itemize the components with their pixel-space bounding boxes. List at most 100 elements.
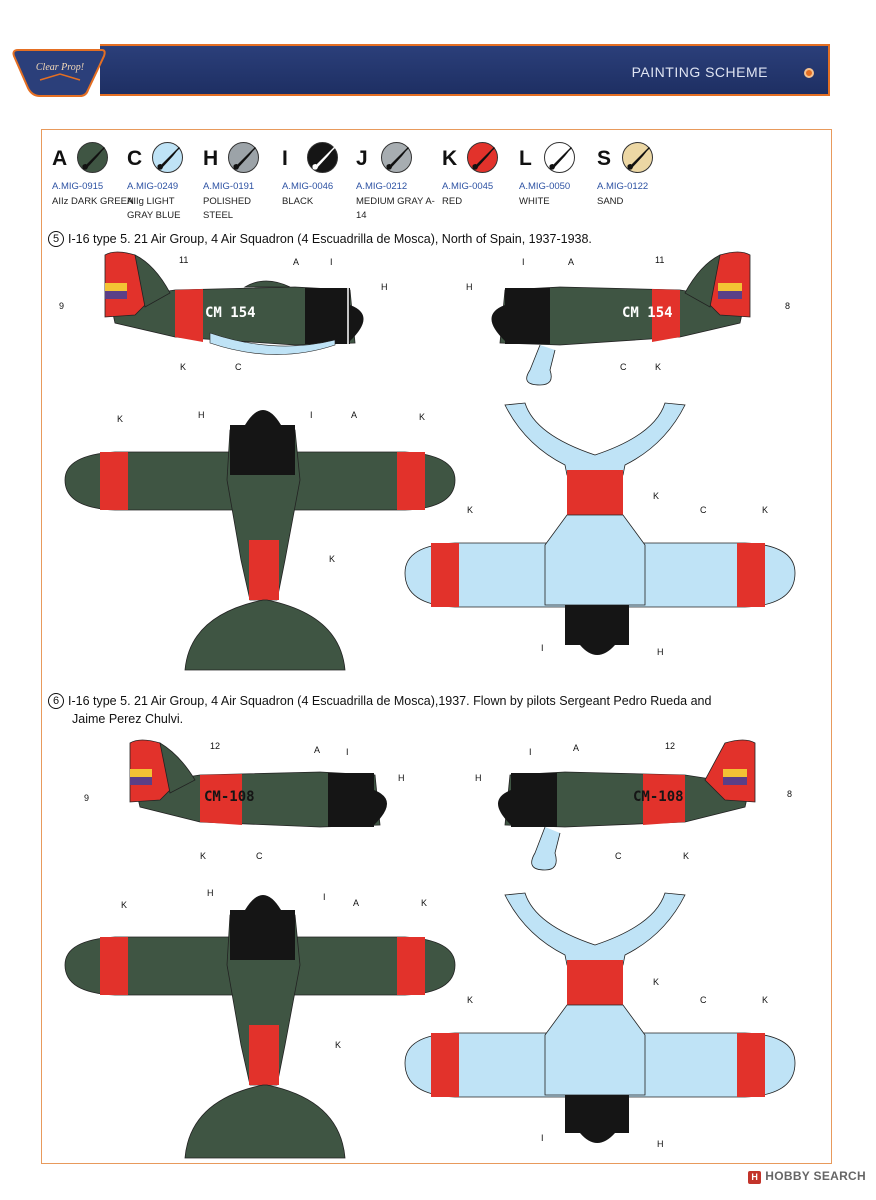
callout-label: K <box>467 505 473 515</box>
paint-code: A.MIG-0045 <box>442 181 494 192</box>
callout-label: I <box>346 747 349 757</box>
scheme-number: 6 <box>48 693 64 709</box>
callout-label: C <box>620 362 627 372</box>
paint-code: A.MIG-0915 <box>52 181 104 192</box>
scheme-caption: I-16 type 5. 21 Air Group, 4 Air Squadro… <box>68 694 712 708</box>
brush-icon <box>472 147 495 170</box>
callout-label: I <box>522 257 525 267</box>
callout-label: K <box>683 851 689 861</box>
callout-label: H <box>657 647 664 657</box>
scheme-5-title: 5 I-16 type 5. 21 Air Group, 4 Air Squadr… <box>48 230 592 248</box>
brush-icon <box>549 147 572 170</box>
callout-label: I <box>323 892 326 902</box>
callout-label: I <box>310 410 313 420</box>
callout-label: H <box>198 410 205 420</box>
callout-label: K <box>335 1040 341 1050</box>
callout-label: K <box>121 900 127 910</box>
paint-code: A.MIG-0249 <box>127 181 179 192</box>
decal-number: 11 <box>655 255 664 265</box>
page-title: PAINTING SCHEME <box>631 64 768 80</box>
registration-label: CM 154 <box>205 305 256 321</box>
callout-label: K <box>117 414 123 424</box>
callout-label: H <box>657 1139 664 1149</box>
brush-icon <box>386 147 409 170</box>
callout-label: A <box>351 410 357 420</box>
watermark-text: HOBBY SEARCH <box>765 1169 866 1183</box>
header-bar: PAINTING SCHEME <box>100 44 830 96</box>
color-circle-icon <box>544 142 575 173</box>
color-circle-icon <box>228 142 259 173</box>
scheme-caption: I-16 type 5. 21 Air Group, 4 Air Squadro… <box>68 232 592 246</box>
paint-code: A.MIG-0191 <box>203 181 255 192</box>
color-circle-icon <box>307 142 338 173</box>
swatch-letter: L <box>519 147 532 170</box>
scheme-5-bottom-view: K C K K I H <box>404 402 796 657</box>
paint-name: AIIz DARK GREEN <box>52 196 134 207</box>
callout-label: C <box>256 851 263 861</box>
callout-label: K <box>180 362 186 372</box>
scheme-5-left-profile: CM 154 11 9 A I H K C <box>59 251 388 372</box>
color-circle-icon <box>467 142 498 173</box>
callout-label: K <box>200 851 206 861</box>
callout-label: C <box>235 362 242 372</box>
registration-label: CM-108 <box>633 789 684 805</box>
brush-icon <box>82 147 105 170</box>
callout-label: I <box>541 643 544 653</box>
scheme-5-right-profile: CM 154 11 8 A I H K C <box>466 251 790 386</box>
paint-code: A.MIG-0046 <box>282 181 334 192</box>
callout-label: K <box>329 554 335 564</box>
scheme-number: 5 <box>48 231 64 247</box>
paint-name: AIIg LIGHT GRAY BLUE <box>127 196 181 221</box>
callout-label: K <box>762 505 768 515</box>
callout-label: K <box>421 898 427 908</box>
swatch-letter: A <box>52 147 68 170</box>
scheme-6-title: 6 I-16 type 5. 21 Air Group, 4 Air Squadr… <box>48 692 711 728</box>
color-circle-icon <box>152 142 183 173</box>
callout-label: A <box>353 898 359 908</box>
paint-name: MEDIUM GRAY A-14 <box>356 196 435 221</box>
scheme-6-bottom-view: K C K K I H <box>404 892 796 1149</box>
brush-icon <box>312 147 335 170</box>
hobby-search-icon: H <box>748 1171 762 1184</box>
content-frame <box>41 129 832 1164</box>
callout-label: K <box>467 995 473 1005</box>
callout-label: H <box>207 888 214 898</box>
paint-name: RED <box>442 196 463 207</box>
callout-label: A <box>573 743 579 753</box>
swatch-letter: K <box>442 147 458 170</box>
callout-label: I <box>529 747 532 757</box>
swatch-letter: S <box>597 147 612 170</box>
paint-name: WHITE <box>519 196 550 207</box>
scheme-6-top-view: K H I A K K <box>64 888 456 1159</box>
decal-number: 11 <box>179 255 188 265</box>
brush-icon <box>233 147 256 170</box>
callout-label: C <box>700 995 707 1005</box>
swatch-letter: C <box>127 147 143 170</box>
callout-label: C <box>615 851 622 861</box>
color-circle-icon <box>77 142 108 173</box>
paint-code: A.MIG-0122 <box>597 181 649 192</box>
decal-number: 12 <box>665 741 675 751</box>
swatch-letter: H <box>203 147 219 170</box>
logo-text: Clear Prop! <box>36 62 84 73</box>
callout-label: K <box>762 995 768 1005</box>
paint-code: A.MIG-0212 <box>356 181 408 192</box>
callout-label: H <box>466 282 473 292</box>
paint-name: POLISHED STEEL <box>203 196 252 221</box>
decal-number: 8 <box>787 789 792 799</box>
paint-name: BLACK <box>282 196 314 207</box>
callout-label: H <box>381 282 388 292</box>
callout-label: H <box>398 773 405 783</box>
registration-label: CM-108 <box>204 789 255 805</box>
callout-label: K <box>655 362 661 372</box>
scheme-6-right-profile: CM-108 12 8 A I H K C <box>475 739 792 871</box>
color-circle-icon <box>622 142 653 173</box>
scheme-caption-line2: Jaime Perez Chulvi. <box>72 712 184 726</box>
callout-label: K <box>419 412 425 422</box>
scheme-5-top-view: K H I A K K <box>64 410 456 671</box>
page-header: PAINTING SCHEME Clear Prop! <box>0 40 830 98</box>
color-palette: A A.MIG-0915 AIIz DARK GREEN C A.MIG-024… <box>52 140 752 225</box>
callout-label: C <box>700 505 707 515</box>
scheme-6-left-profile: CM-108 12 9 A I H K C <box>84 739 405 861</box>
